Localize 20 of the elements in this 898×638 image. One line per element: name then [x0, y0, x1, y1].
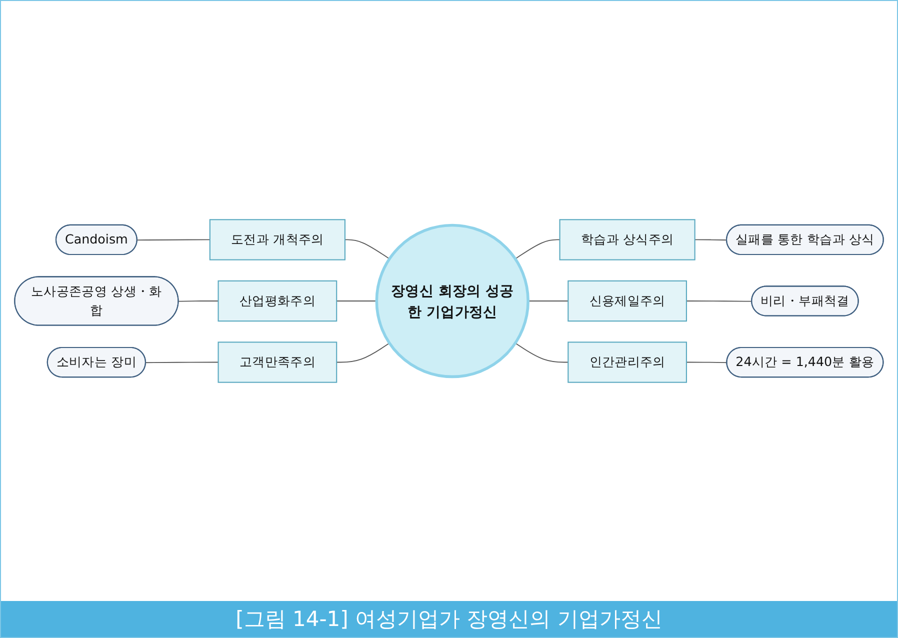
connector — [686, 300, 752, 302]
caption: [그림 14-1] 여성기업가 장영신의 기업가정신 — [1, 601, 897, 637]
node-box: 산업평화주의 — [218, 280, 338, 322]
node-circle: 장영신 회장의 성공한 기업가정신 — [375, 224, 530, 378]
connector — [514, 342, 569, 363]
connector — [686, 362, 728, 364]
node-box: 도전과 개척주의 — [209, 219, 346, 260]
node-box: 인간관리주의 — [568, 342, 687, 383]
connector — [136, 239, 210, 241]
connector — [336, 300, 378, 302]
connector — [344, 239, 390, 260]
connector — [336, 342, 390, 363]
node-box: 학습과 상식주의 — [559, 219, 696, 260]
connector — [514, 239, 560, 260]
connector — [528, 300, 569, 302]
connector — [694, 239, 728, 241]
connector — [178, 300, 219, 302]
connector — [145, 362, 219, 364]
node-box: 신용제일주의 — [568, 280, 687, 322]
node-box: 고객만족주의 — [218, 342, 338, 383]
